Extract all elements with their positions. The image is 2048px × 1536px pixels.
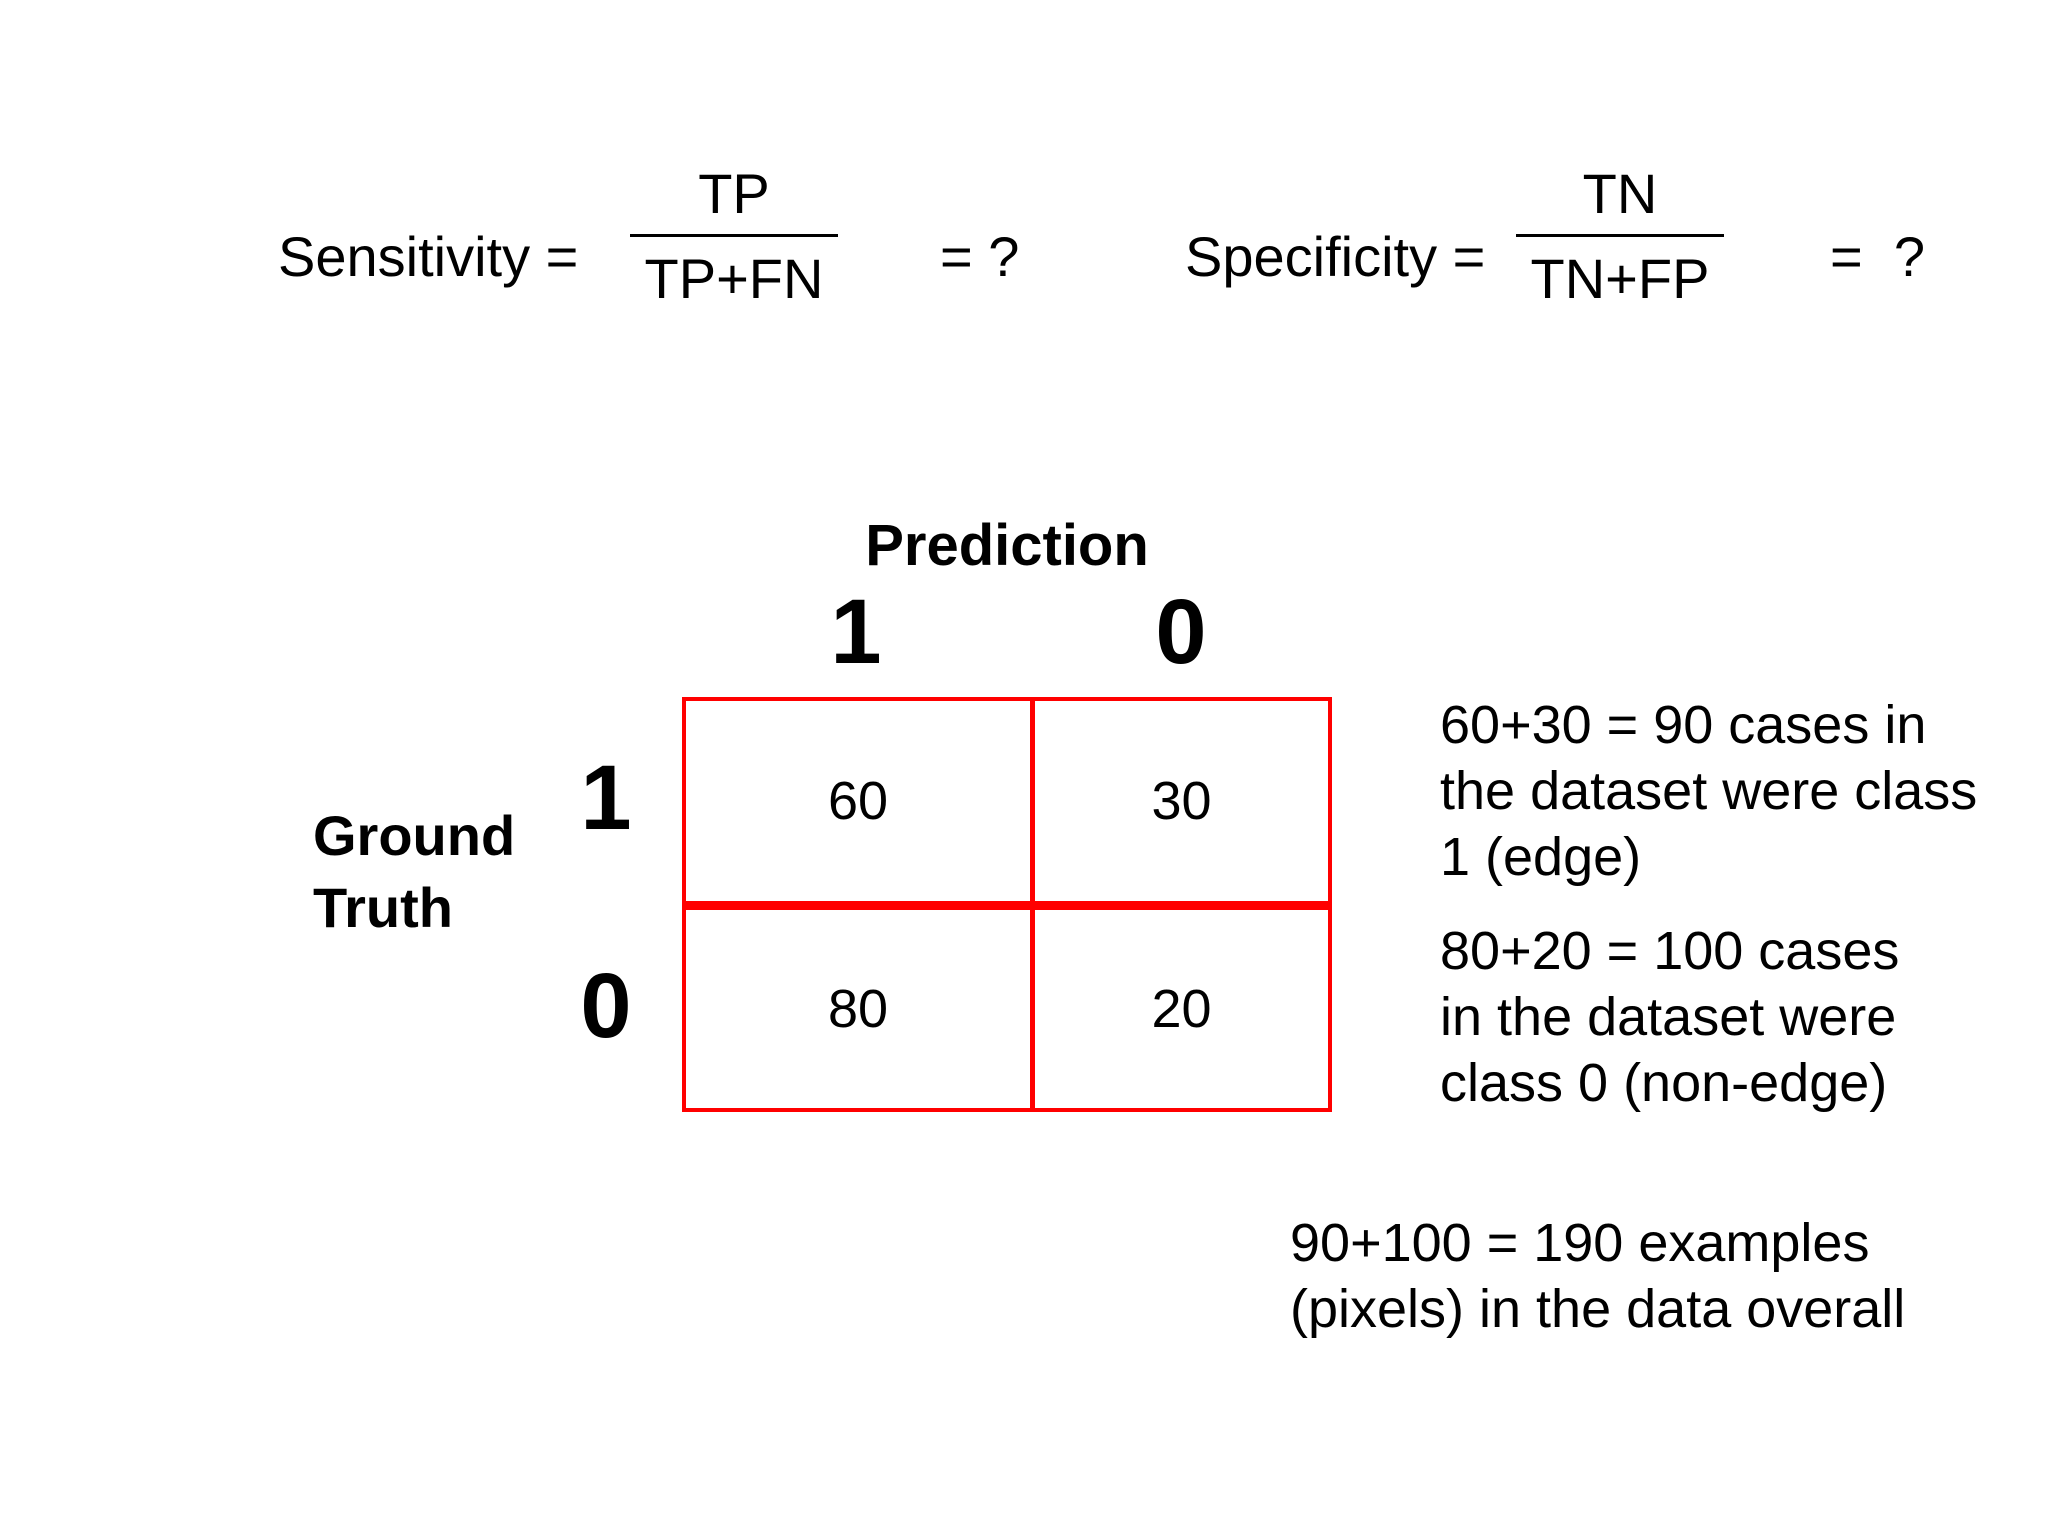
specificity-numerator: TN: [1516, 162, 1724, 237]
specificity-label: Specificity =: [1185, 225, 1486, 288]
note-class0-total: 80+20 = 100 cases in the dataset were cl…: [1440, 918, 1899, 1116]
sensitivity-fraction: TP TP+FN: [630, 162, 838, 311]
ground-truth-axis-label: Ground Truth: [313, 800, 515, 944]
note-overall-line-2: (pixels) in the data overall: [1290, 1279, 1906, 1339]
note-class1-line-3: 1 (edge): [1440, 827, 1642, 887]
sensitivity-denominator: TP+FN: [644, 247, 824, 310]
note-class0-line-3: class 0 (non-edge): [1440, 1053, 1888, 1113]
note-class0-line-2: in the dataset were: [1440, 987, 1897, 1047]
specificity-result: = ?: [1830, 225, 1925, 288]
ground-truth-line-1: Ground: [313, 804, 516, 867]
note-class1-line-2: the dataset were class: [1440, 761, 1978, 821]
confusion-matrix-grid: 60 30 80 20: [682, 697, 1332, 1112]
note-class0-line-1: 80+20 = 100 cases: [1440, 921, 1900, 981]
cell-false-positive: 80: [827, 979, 889, 1039]
cell-true-positive: 60: [827, 771, 889, 831]
cell-false-negative: 30: [1151, 771, 1212, 831]
ground-truth-line-2: Truth: [313, 876, 453, 939]
sensitivity-result: = ?: [940, 225, 1020, 288]
note-class1-total: 60+30 = 90 cases in the dataset were cla…: [1440, 692, 1977, 890]
note-overall-total: 90+100 = 190 examples (pixels) in the da…: [1290, 1210, 1905, 1342]
row-header-0: 0: [580, 955, 632, 1057]
row-header-1: 1: [580, 747, 632, 849]
note-class1-line-1: 60+30 = 90 cases in: [1440, 695, 1927, 755]
specificity-denominator: TN+FP: [1530, 247, 1710, 310]
col-header-1: 1: [830, 581, 882, 683]
prediction-axis-title: Prediction: [865, 513, 1149, 578]
sensitivity-label: Sensitivity =: [278, 225, 579, 288]
note-overall-line-1: 90+100 = 190 examples: [1290, 1213, 1870, 1273]
sensitivity-numerator: TP: [630, 162, 838, 237]
col-header-0: 0: [1155, 581, 1207, 683]
specificity-fraction: TN TN+FP: [1516, 162, 1724, 311]
cell-true-negative: 20: [1151, 979, 1212, 1039]
matrix-horizontal-divider: [686, 901, 1328, 910]
